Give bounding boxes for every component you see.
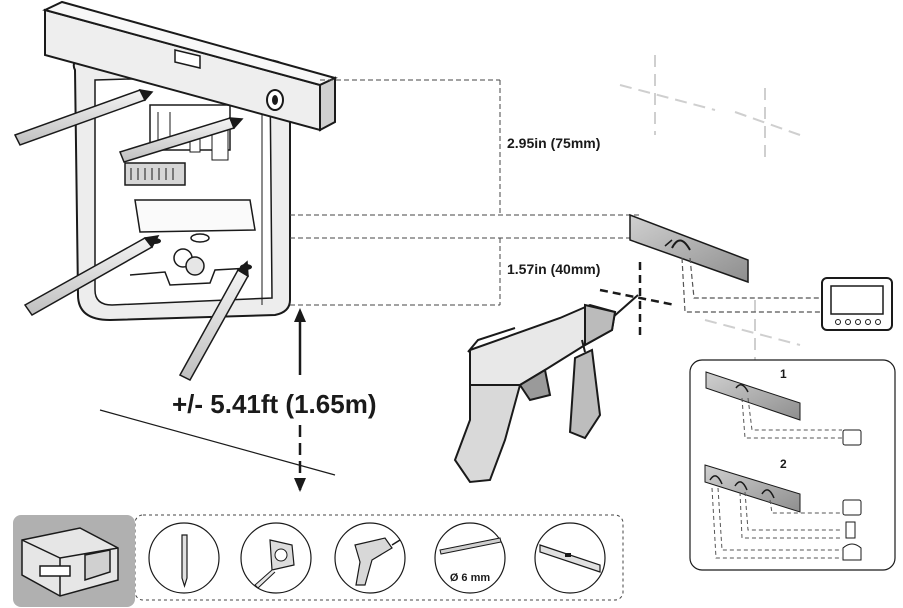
tools-strip: Ø 6 mm — [13, 514, 624, 607]
wiring-option-1-label: 1 — [780, 367, 787, 381]
drill-bit-size-label: Ø 6 mm — [450, 572, 491, 584]
pencils — [13, 89, 250, 381]
drill-illustration — [453, 294, 639, 484]
mounting-kit-icon — [21, 527, 119, 597]
doorstation-mini-icon — [845, 521, 856, 539]
wiring-option-2-label: 2 — [780, 457, 787, 471]
monitor-mini-icon-1 — [842, 429, 862, 446]
drill-bit-icon: Ø 6 mm — [434, 522, 506, 594]
pencil-tool-icon — [148, 522, 220, 594]
monitor-icon — [821, 277, 893, 331]
dimension-lines — [290, 79, 640, 306]
cable-run — [681, 257, 825, 313]
height-dimension — [99, 308, 336, 492]
hole-gap-label: 1.57in (40mm) — [507, 261, 600, 277]
wall-plate-illustration — [629, 213, 749, 284]
spirit-level-tool-icon — [534, 522, 606, 594]
background-crosshairs — [619, 55, 801, 360]
mount-height-label: +/- 5.41ft (1.65m) — [172, 389, 376, 419]
gate-mini-icon — [842, 543, 862, 561]
terminal-block — [124, 162, 186, 186]
tape-measure-icon — [240, 522, 312, 594]
drill-tool-icon — [334, 522, 406, 594]
drill-hole-marker — [599, 262, 676, 340]
monitor-mini-icon-2 — [842, 499, 862, 516]
top-gap-label: 2.95in (75mm) — [507, 135, 600, 151]
spirit-level-illustration — [42, 0, 338, 132]
wiring-options-panel: 1 2 — [689, 359, 896, 571]
